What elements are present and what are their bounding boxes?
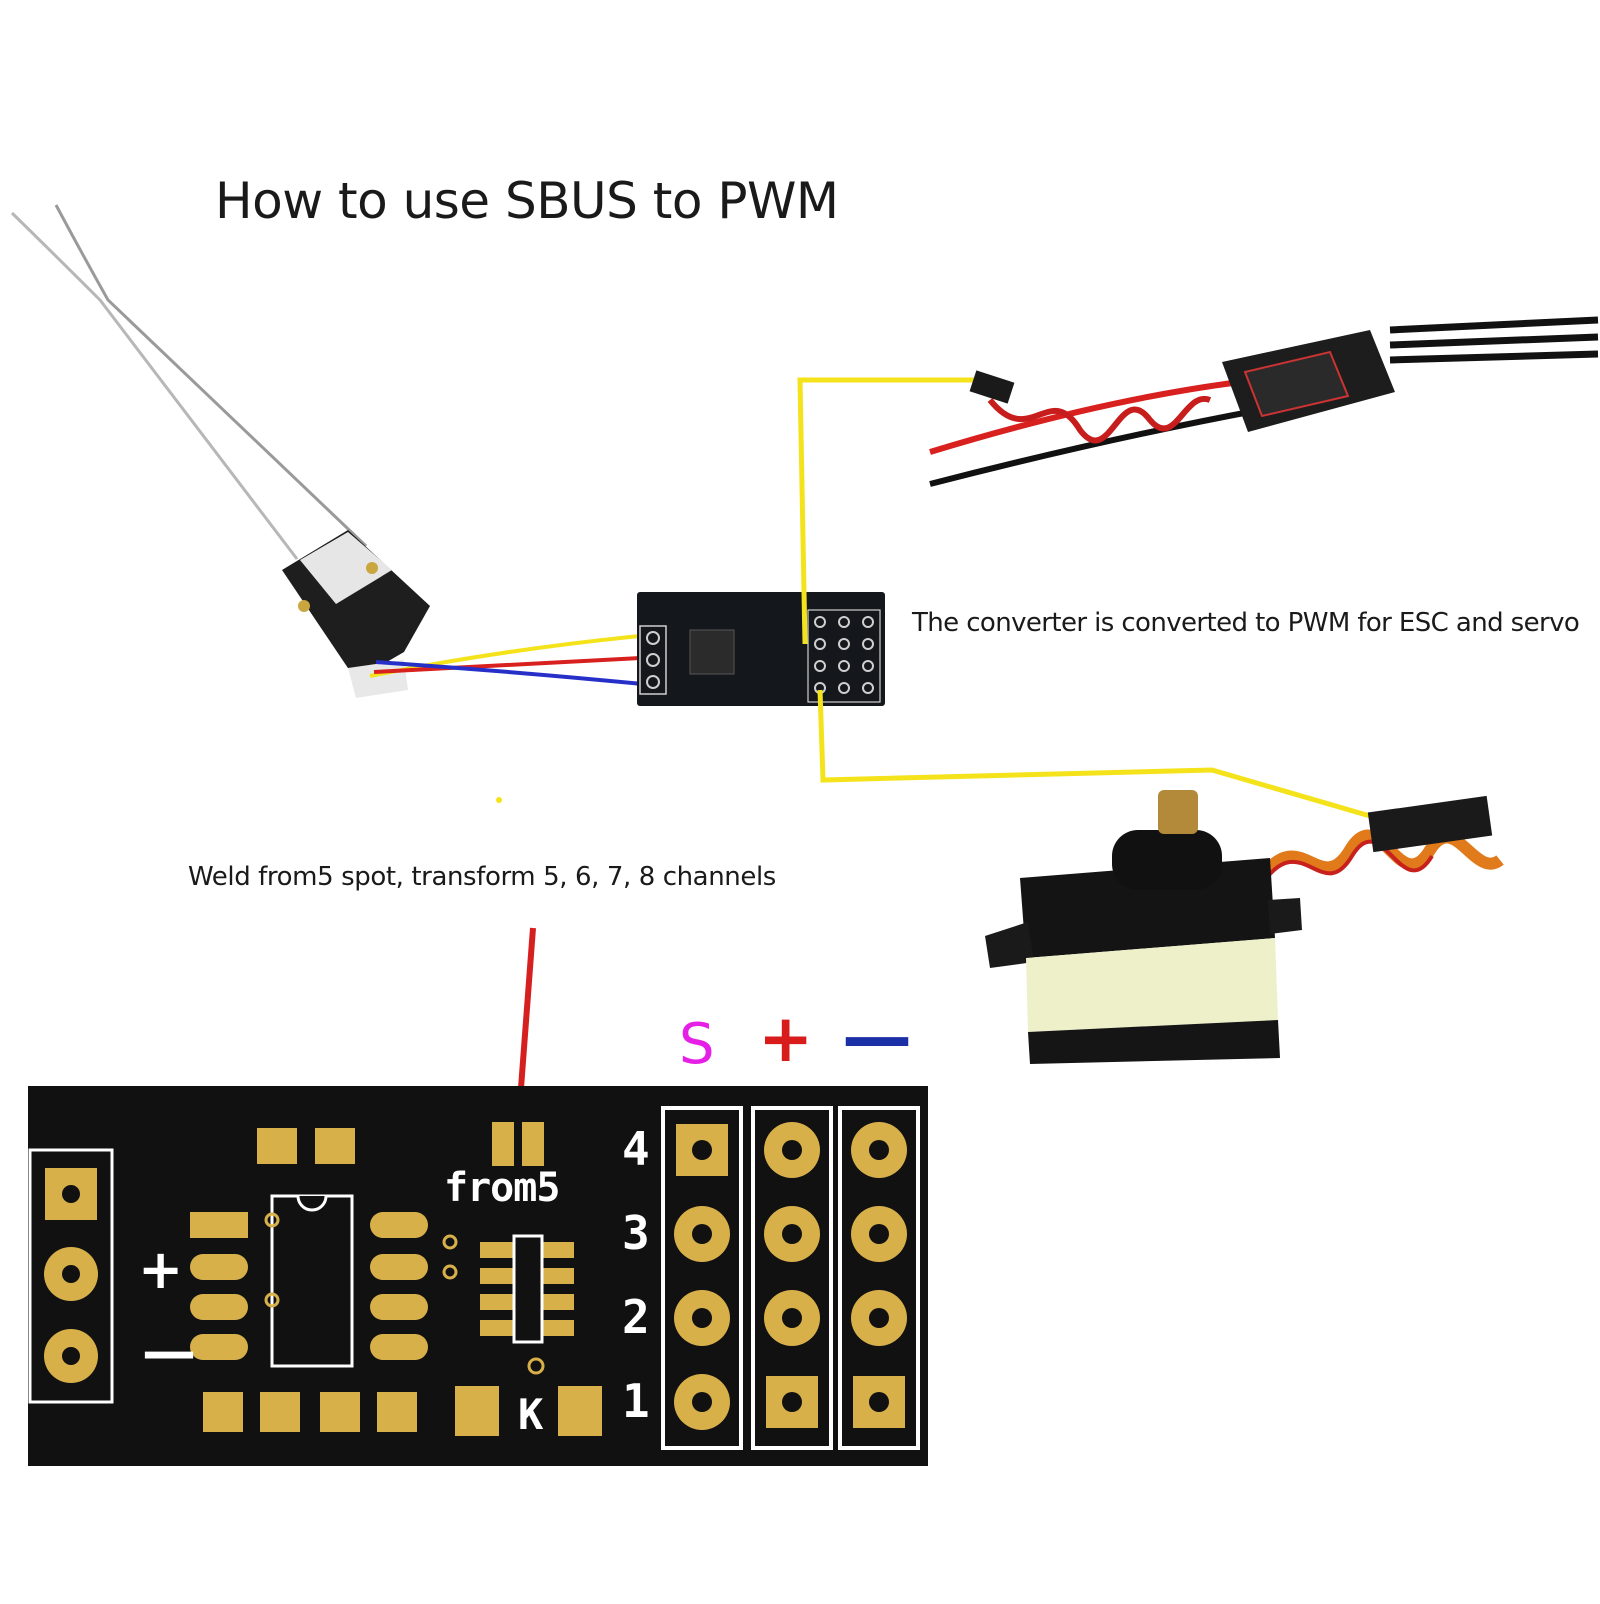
receiver bbox=[10, 204, 430, 698]
power-header-outline bbox=[28, 1148, 114, 1404]
converter-label: The converter is converted to PWM for ES… bbox=[912, 608, 1580, 638]
receiver-label-panel bbox=[300, 532, 392, 604]
smd-pad bbox=[455, 1386, 499, 1436]
row-number-2: 2 bbox=[622, 1290, 650, 1344]
wire-blue bbox=[375, 660, 643, 686]
receiver-antenna-left bbox=[10, 211, 299, 560]
power-plus-label: + bbox=[138, 1238, 184, 1301]
converter-output-header bbox=[807, 609, 881, 703]
smd-pad bbox=[257, 1128, 297, 1164]
pcb-layout bbox=[28, 1086, 928, 1466]
smd-pad bbox=[377, 1392, 417, 1432]
esc-battery-wire-red bbox=[929, 379, 1241, 455]
converter-board bbox=[637, 592, 885, 706]
esc bbox=[929, 316, 1599, 487]
sbus-wires bbox=[369, 634, 643, 686]
pin-legend-minus: — bbox=[842, 996, 912, 1078]
from5-pad bbox=[522, 1122, 544, 1166]
converter-input-header bbox=[639, 625, 667, 695]
header-column-plus bbox=[751, 1106, 833, 1450]
esc-motor-wire bbox=[1389, 350, 1599, 364]
esc-motor-wire bbox=[1389, 333, 1599, 349]
chip-pad bbox=[370, 1254, 428, 1280]
chip-pad bbox=[190, 1212, 248, 1238]
servo-ear-right bbox=[1268, 898, 1302, 934]
receiver-antenna-right bbox=[54, 204, 368, 548]
smd-pad bbox=[315, 1128, 355, 1164]
row-number-3: 3 bbox=[622, 1206, 650, 1260]
servo-label-band bbox=[1026, 938, 1278, 1032]
chip-pad bbox=[370, 1294, 428, 1320]
yellow-dot bbox=[496, 797, 502, 803]
smd-pad bbox=[203, 1392, 243, 1432]
servo-gear-housing bbox=[1112, 830, 1222, 890]
chip-pad bbox=[370, 1212, 428, 1238]
smd-pad bbox=[320, 1392, 360, 1432]
signal-line-servo bbox=[817, 689, 1371, 819]
wire-red bbox=[373, 656, 641, 674]
page-title: How to use SBUS to PWM bbox=[215, 172, 839, 230]
smd-pad bbox=[260, 1392, 300, 1432]
converter-chip bbox=[689, 629, 735, 675]
antenna-connector bbox=[298, 600, 310, 612]
smd-pad bbox=[558, 1386, 602, 1436]
small-chip-outline bbox=[512, 1234, 544, 1344]
header-column-signal bbox=[661, 1106, 743, 1450]
chip-pad bbox=[190, 1334, 248, 1360]
esc-battery-wire-black bbox=[929, 407, 1261, 487]
esc-signal-coil bbox=[987, 395, 1212, 444]
servo bbox=[985, 790, 1504, 1064]
row-number-1: 1 bbox=[622, 1374, 650, 1428]
from5-silk-label: from5 bbox=[444, 1165, 560, 1211]
servo-bottom bbox=[1028, 1020, 1280, 1064]
chip-pad bbox=[370, 1334, 428, 1360]
servo-horn bbox=[1158, 790, 1198, 834]
header-column-minus bbox=[838, 1106, 920, 1450]
silk-mark: K bbox=[518, 1390, 544, 1439]
from5-pad bbox=[492, 1122, 514, 1166]
servo-plug bbox=[1367, 795, 1493, 853]
weld-label: Weld from5 spot, transform 5, 6, 7, 8 ch… bbox=[188, 862, 776, 892]
chip-pad bbox=[190, 1254, 248, 1280]
converter-pcb bbox=[637, 592, 885, 706]
power-minus-label: — bbox=[142, 1320, 196, 1383]
pin-legend-plus: + bbox=[758, 1000, 814, 1077]
signal-line-esc bbox=[797, 377, 975, 645]
esc-label-panel bbox=[1243, 350, 1350, 418]
row-number-4: 4 bbox=[622, 1122, 650, 1176]
servo-ear-left bbox=[985, 922, 1034, 968]
esc-motor-wire bbox=[1389, 316, 1599, 334]
esc-signal-plug bbox=[969, 370, 1015, 404]
antenna-connector bbox=[366, 562, 378, 574]
pin-legend-signal: S bbox=[679, 1012, 715, 1077]
chip-pad bbox=[190, 1294, 248, 1320]
